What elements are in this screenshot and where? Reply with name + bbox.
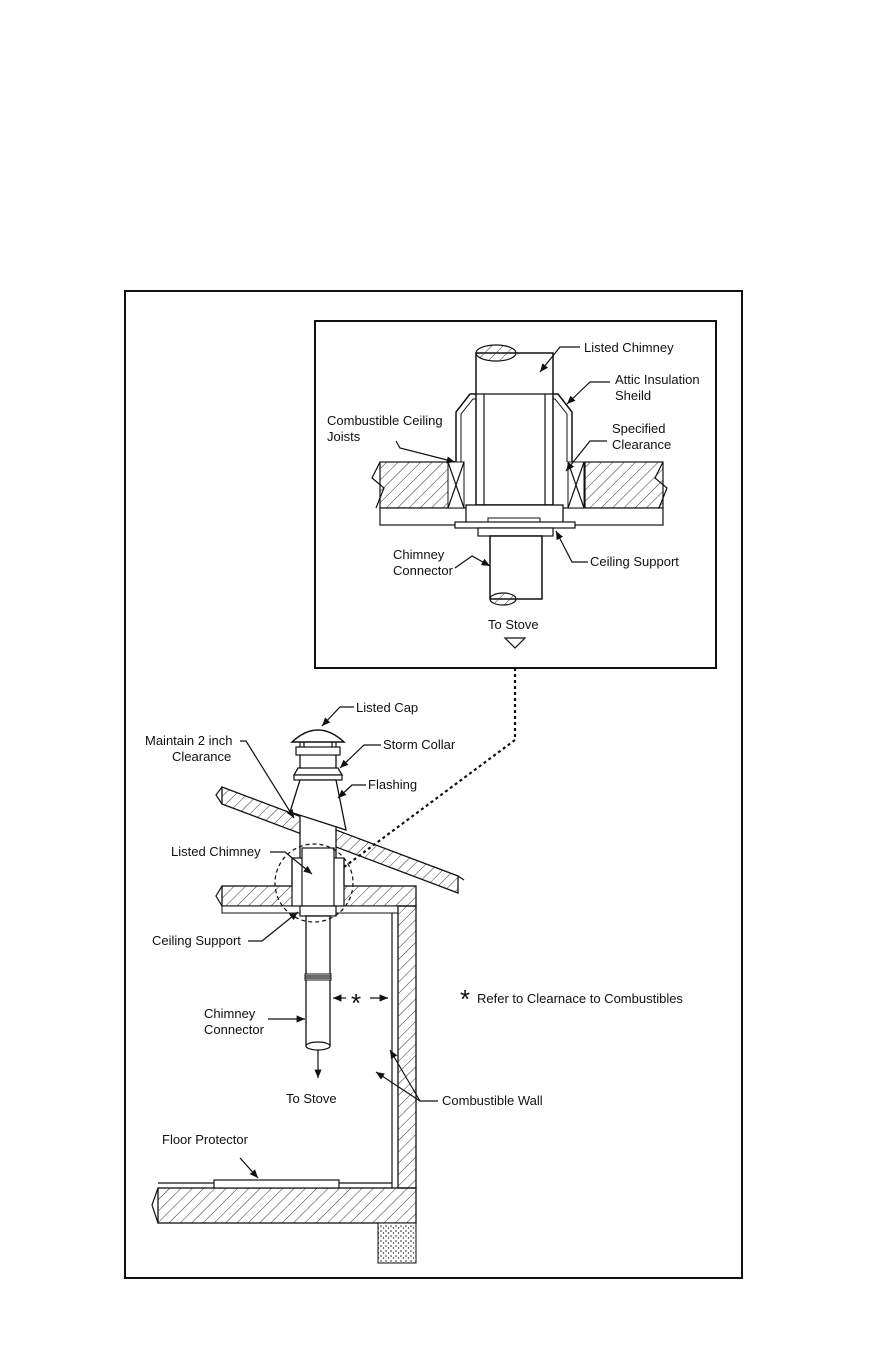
main-ceiling-support (299, 905, 337, 917)
right-joist (584, 461, 664, 509)
detail-label-clearance-1: Specified (612, 421, 665, 436)
detail-callout-line (339, 668, 517, 871)
label-floor-protector: Floor Protector (162, 1132, 249, 1147)
label-flashing: Flashing (368, 777, 417, 792)
floor-protector (213, 1179, 340, 1189)
listed-cap (290, 729, 346, 743)
note-asterisk: * (460, 984, 470, 1014)
roof (221, 786, 459, 894)
label-ceiling-support: Ceiling Support (152, 933, 241, 948)
label-maintain-clearance-1: Maintain 2 inch (145, 733, 232, 748)
foundation (377, 1222, 417, 1264)
label-to-stove: To Stove (286, 1091, 337, 1106)
label-maintain-clearance-2: Clearance (172, 749, 231, 764)
detail-label-clearance-2: Clearance (612, 437, 671, 452)
floor (157, 1187, 417, 1224)
flashing (289, 779, 347, 831)
detail-inset (314, 320, 717, 669)
detail-circle (274, 843, 354, 923)
storm-collar (292, 767, 344, 776)
main-connector (305, 915, 331, 1047)
break-right (654, 461, 668, 509)
detail-label-connector-2: Connector (393, 563, 454, 578)
detail-label-joists-2: Joists (327, 429, 361, 444)
detail-label-attic-shield-2: Sheild (615, 388, 651, 403)
label-combustible-wall: Combustible Wall (442, 1093, 543, 1108)
detail-label-joists-1: Combustible Ceiling (327, 413, 443, 428)
dimension-asterisk: * (351, 988, 361, 1018)
outer-frame (124, 290, 743, 1279)
label-chimney-connector-2: Connector (204, 1022, 265, 1037)
detail-label-to-stove: To Stove (488, 617, 539, 632)
main-drawing (151, 706, 465, 1264)
label-clearance-note: Refer to Clearnace to Combustibles (477, 991, 683, 1006)
to-stove-arrow-icon (503, 637, 527, 649)
label-listed-chimney: Listed Chimney (171, 844, 261, 859)
label-listed-cap: Listed Cap (356, 700, 418, 715)
left-joist (379, 461, 457, 509)
chimney-top-section (475, 344, 517, 362)
detail-connector (489, 535, 543, 600)
combustible-wall (397, 905, 417, 1189)
detail-label-connector-1: Chimney (393, 547, 445, 562)
detail-chimney (475, 352, 554, 506)
label-storm-collar: Storm Collar (383, 737, 456, 752)
label-chimney-connector-1: Chimney (204, 1006, 256, 1021)
detail-label-listed-chimney: Listed Chimney (584, 340, 674, 355)
detail-label-ceiling-support: Ceiling Support (590, 554, 679, 569)
break-left (371, 461, 385, 509)
detail-label-attic-shield-1: Attic Insulation (615, 372, 700, 387)
